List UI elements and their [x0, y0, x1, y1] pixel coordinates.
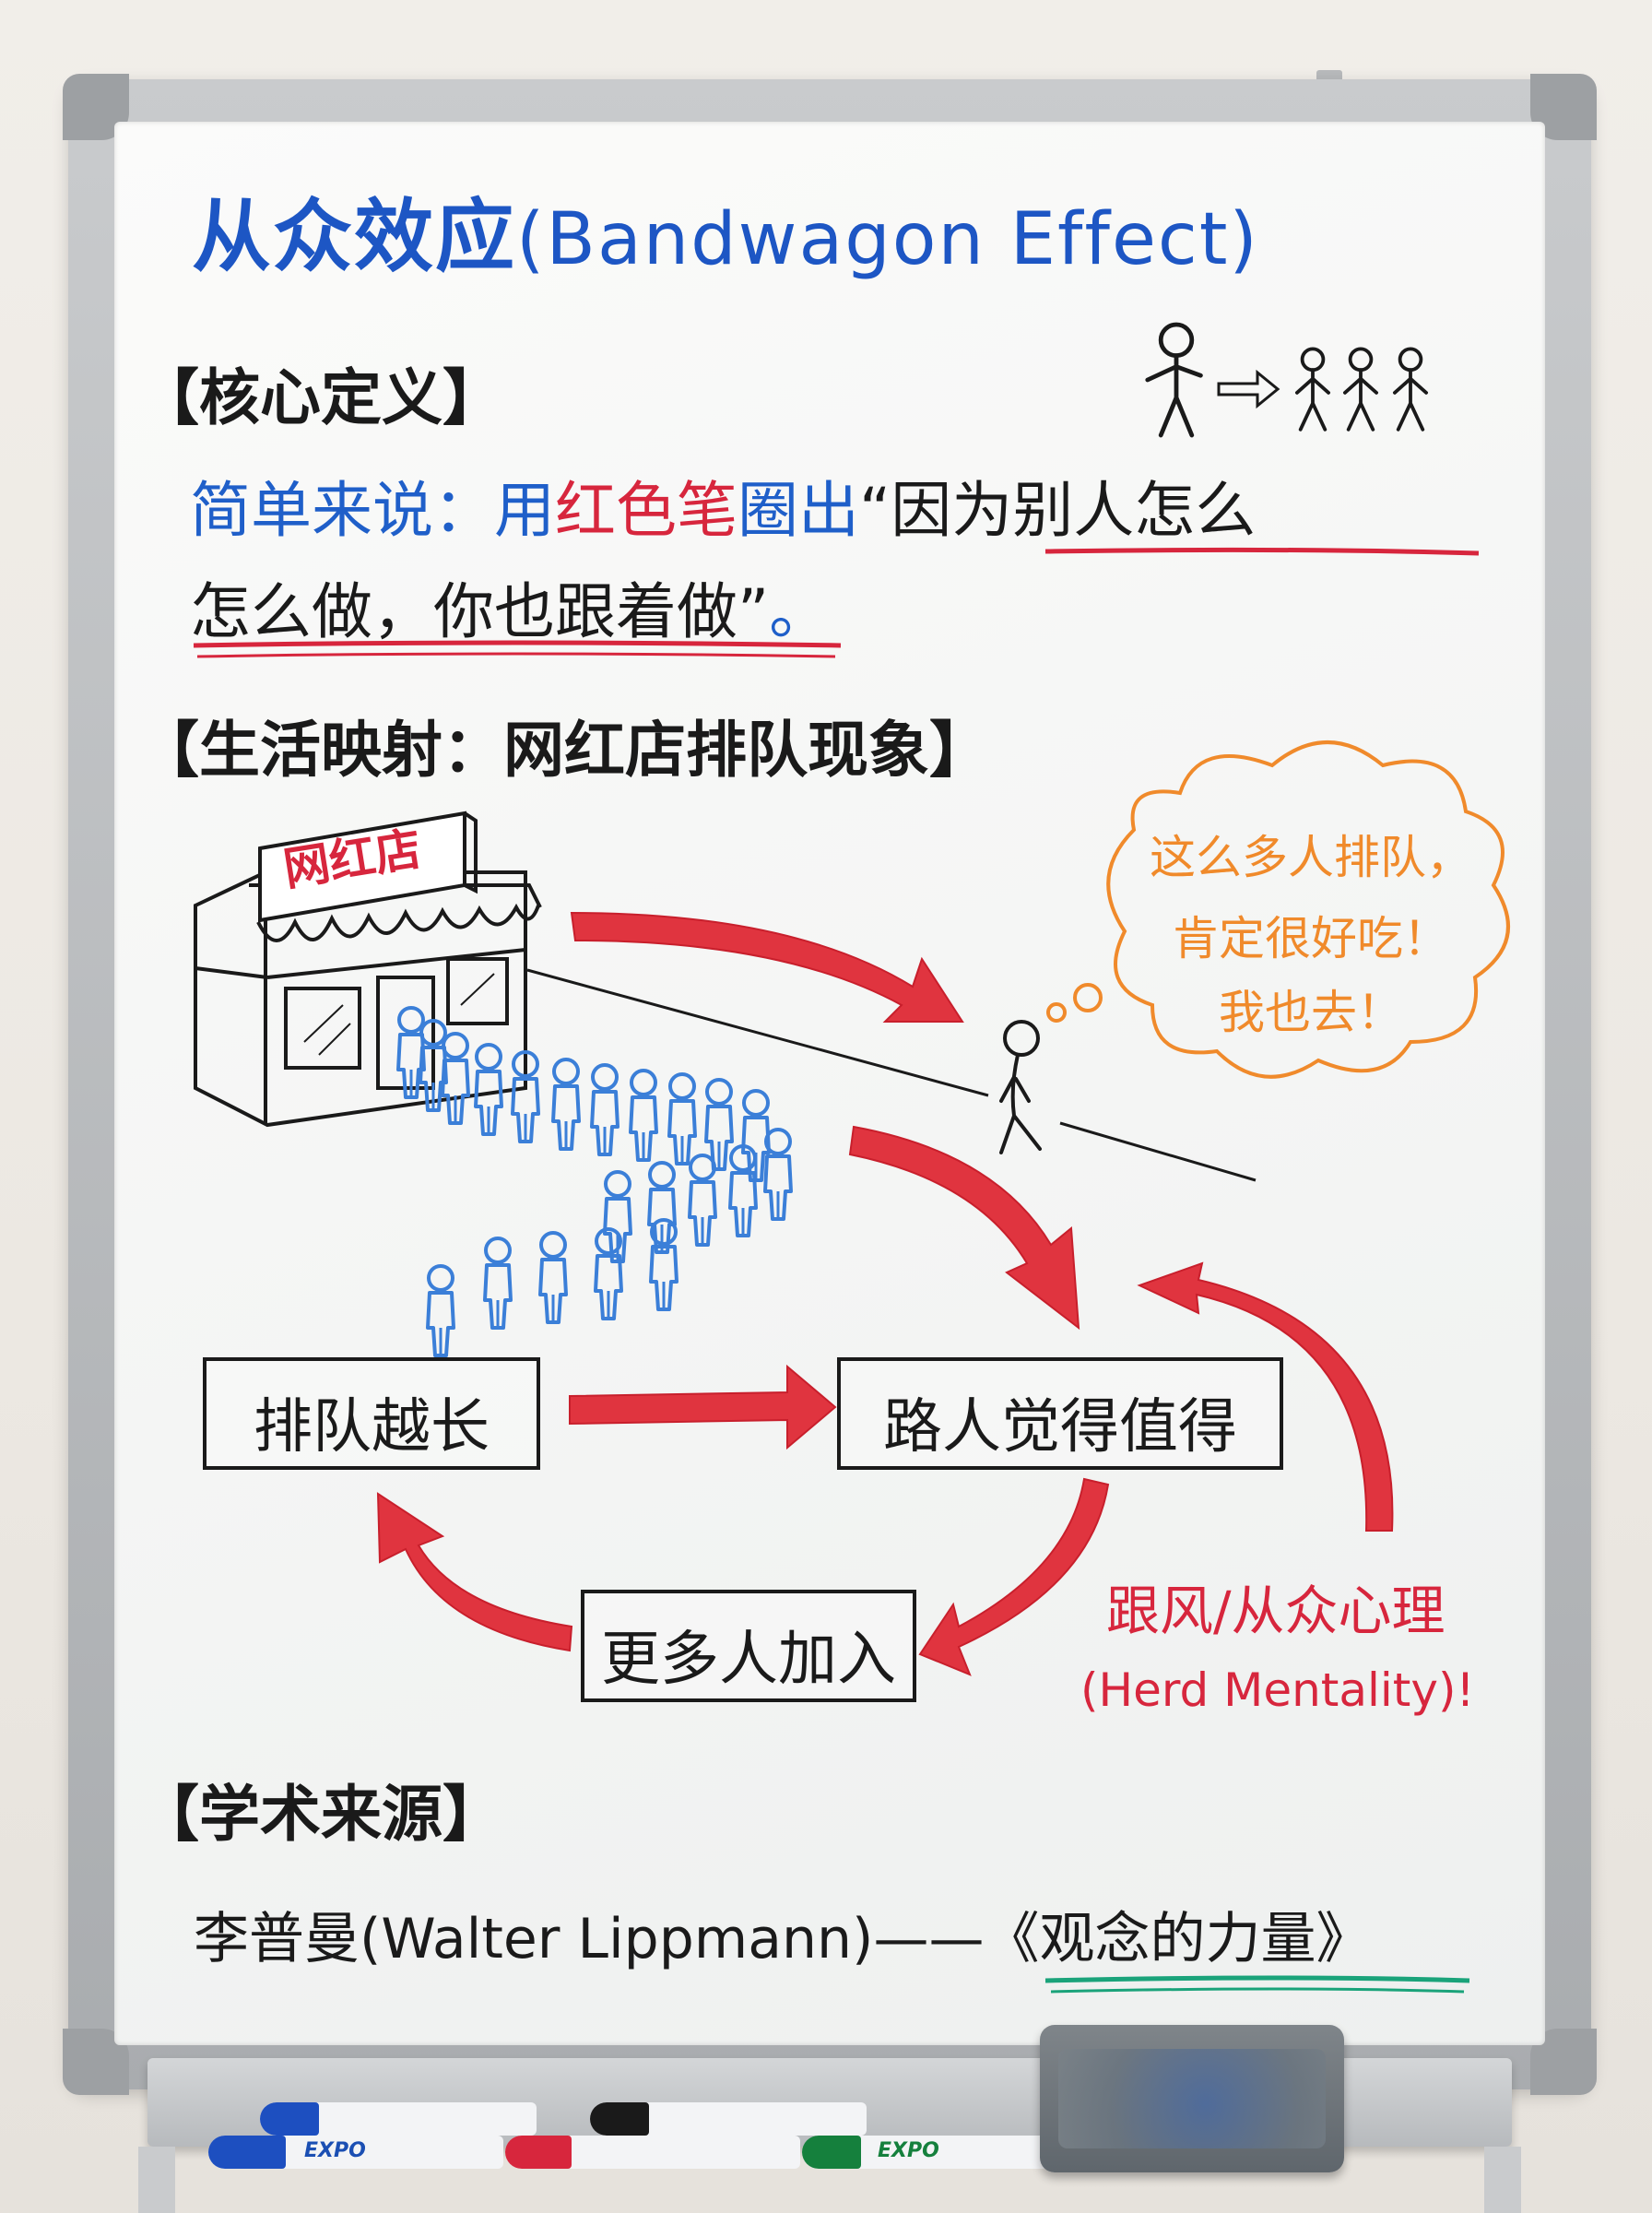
cycle-label: 更多人加入 [584, 1612, 913, 1697]
eraser-felt [1058, 2049, 1326, 2148]
marker-cap [590, 2102, 649, 2136]
definition-quote-1: “因为别人怎么 [859, 475, 1256, 546]
blue-marker[interactable] [260, 2102, 537, 2136]
red-underline [1045, 550, 1479, 553]
cycle-box-queue-longer: 排队越长 [203, 1357, 540, 1470]
cycle-box-passerby-worth: 路人觉得值得 [837, 1357, 1283, 1470]
green-marker[interactable]: EXPO [802, 2136, 1051, 2169]
green-underline [1045, 1978, 1469, 1981]
queue-people [398, 1008, 791, 1355]
thought-line-2: 肯定很好吃！ [1145, 902, 1477, 968]
herd-label-en: (Herd Mentality)! [1080, 1663, 1475, 1717]
marker-cap [208, 2136, 286, 2169]
easel-leg [138, 2147, 175, 2213]
thought-line-3: 我也去！ [1145, 976, 1477, 1042]
cycle-box-more-join: 更多人加入 [581, 1590, 916, 1702]
marker-label: EXPO [878, 2139, 939, 2162]
source-line: 李普曼(Walter Lippmann)——《观念的力量》 [194, 1894, 1371, 1974]
red-marker[interactable] [505, 2136, 800, 2169]
definition-line-1: 简单来说：用红色笔圈出“因为别人怎么 [190, 461, 1256, 550]
eraser[interactable] [1040, 2025, 1344, 2172]
crowd-icon [1297, 349, 1426, 429]
section-heading-life-mapping: 【生活映射：网红店排队现象】 [138, 701, 990, 789]
definition-period: 。 [769, 576, 830, 647]
thought-line-1: 这么多人排队， [1145, 821, 1477, 887]
marker-cap [505, 2136, 572, 2169]
section-heading-definition: 【核心定义】 [138, 349, 503, 437]
blue-marker-front[interactable]: EXPO [208, 2136, 503, 2169]
definition-lead: 简单来说：用 [190, 475, 555, 546]
marker-cap [802, 2136, 861, 2169]
stick-figure-icon [1148, 325, 1201, 435]
passerby-icon [1001, 1022, 1040, 1153]
marker-cap [260, 2102, 319, 2136]
section-heading-source: 【学术来源】 [138, 1765, 503, 1853]
herd-label-cn: 跟风/从众心理 [1106, 1568, 1446, 1645]
source-dash: —— [873, 1907, 984, 1971]
source-book: 《观念的力量》 [984, 1907, 1371, 1971]
black-marker[interactable] [590, 2102, 867, 2136]
source-author: 李普曼(Walter Lippmann) [194, 1907, 873, 1971]
marker-label: EXPO [304, 2139, 366, 2162]
definition-circle: 圈出 [738, 475, 859, 546]
cycle-label: 排队越长 [206, 1379, 537, 1464]
page-title: 从众效应(Bandwagon Effect) [192, 172, 1259, 287]
definition-red-pen: 红色笔 [555, 475, 738, 546]
green-underline [1051, 1989, 1464, 1992]
easel-leg [1484, 2147, 1521, 2213]
title-en: (Bandwagon Effect) [516, 198, 1259, 281]
arrow-right-icon [1219, 373, 1278, 406]
title-cn: 从众效应 [192, 191, 516, 283]
red-underline [197, 654, 835, 657]
definition-quote-2: 怎么做，你也跟着做” [190, 576, 769, 647]
definition-line-2: 怎么做，你也跟着做”。 [190, 562, 830, 651]
cycle-label: 路人觉得值得 [841, 1379, 1280, 1464]
